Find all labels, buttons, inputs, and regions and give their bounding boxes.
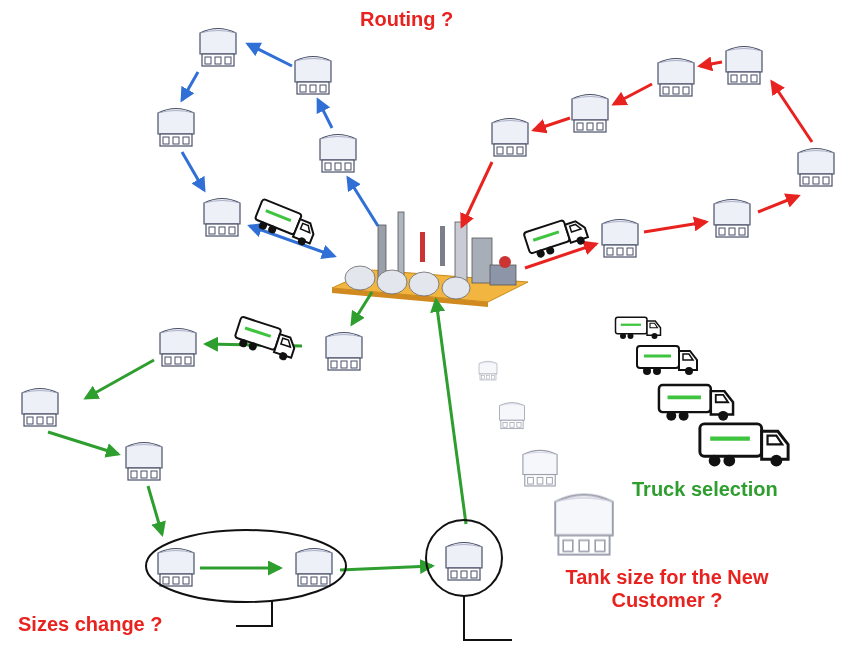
customer-tanks bbox=[22, 29, 834, 587]
red-route bbox=[462, 62, 812, 268]
truck-options bbox=[616, 317, 789, 466]
tank-size-options bbox=[479, 361, 613, 554]
truck-selection-label: Truck selection bbox=[632, 478, 778, 501]
route-trucks bbox=[233, 199, 590, 363]
refinery bbox=[332, 212, 528, 307]
routing-label: Routing ? bbox=[360, 8, 453, 31]
tank-size-label: Tank size for the New Customer ? bbox=[552, 566, 782, 612]
green-route bbox=[48, 292, 466, 570]
callouts bbox=[146, 520, 512, 640]
blue-route bbox=[182, 44, 378, 256]
sizes-change-label: Sizes change ? bbox=[18, 613, 163, 636]
